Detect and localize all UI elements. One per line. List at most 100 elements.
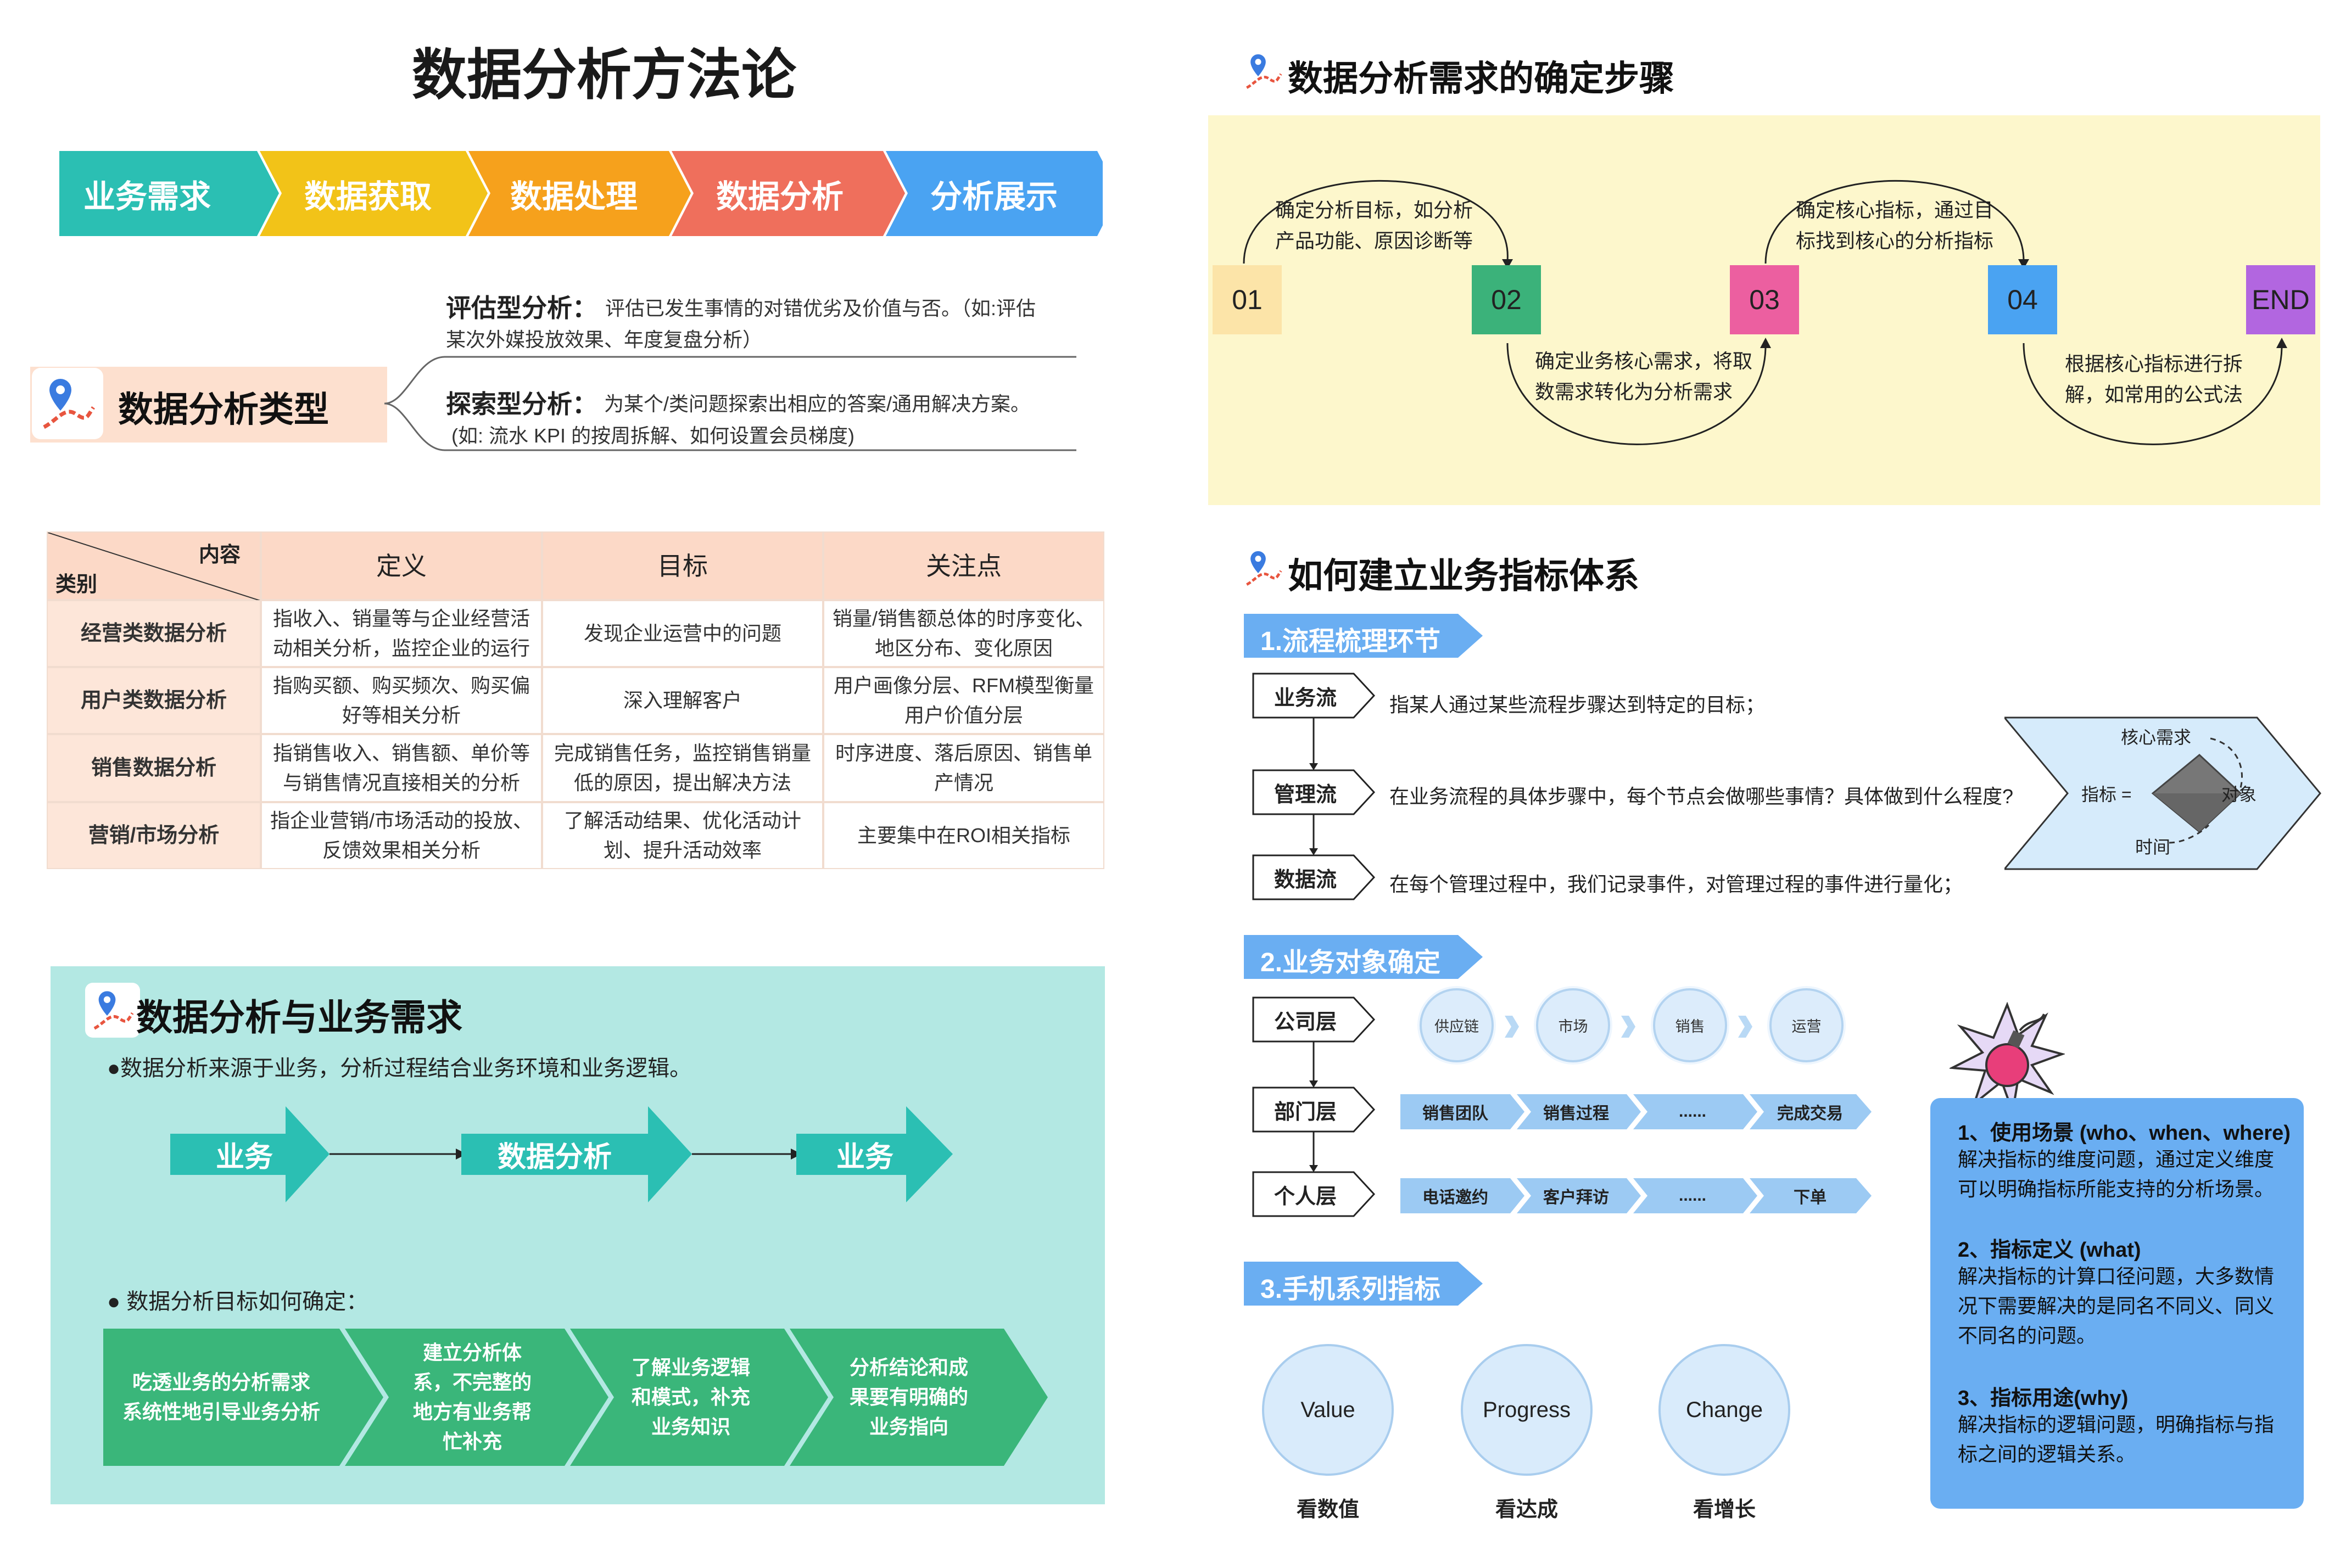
part1-tab: 1.流程梳理环节 — [1260, 627, 1441, 656]
matrix-cell: 了解活动结果、优化活动计 划、提升活动效率 — [542, 802, 823, 869]
process-step-label: 数据获取 — [304, 178, 432, 215]
flow-desc-management: 在业务流程的具体步骤中，每个节点会做哪些事情？具体做到什么程度? — [1389, 785, 2014, 808]
process-step-label: 业务需求 — [83, 178, 211, 215]
goal-chevron-shape — [345, 1329, 608, 1466]
process-chevron-shape — [59, 151, 279, 236]
matrix-row-category: 经营类数据分析 — [47, 600, 261, 667]
step-node-01: 01 — [1213, 265, 1282, 334]
flow-box-shape — [1252, 673, 1376, 719]
formula-metric: 指标 = — [2081, 785, 2132, 804]
goal-chevrons — [103, 1329, 1048, 1466]
flow-arrow-shape — [796, 1106, 953, 1202]
process-chevron-shape — [886, 151, 1103, 236]
formula-time: 时间 — [2135, 837, 2171, 857]
flow-box-shape — [1252, 1087, 1376, 1133]
metrics-title: 如何建立业务指标体系 — [1288, 556, 1639, 596]
flow-label: 业务 — [215, 1141, 273, 1173]
flow-label: 数据分析 — [497, 1141, 612, 1173]
matrix-cell: 用户画像分层、RFM模型衡量 用户价值分层 — [823, 667, 1104, 734]
step-node-04: 04 — [1988, 265, 2057, 334]
eval-analysis-desc2: 某次外媒投放效果、年度复盘分析） — [446, 328, 763, 351]
company-item: 供应链 — [1420, 988, 1494, 1062]
process-chevron-shape — [672, 151, 905, 236]
process-chevron-shape — [468, 151, 691, 236]
dept-item: 销售过程 — [1543, 1105, 1609, 1123]
bomb-icon — [1950, 1002, 2065, 1116]
flow-box-shape — [1252, 996, 1376, 1043]
metric-notes-card — [1930, 1098, 2304, 1509]
level-label-company: 公司层 — [1274, 1010, 1337, 1034]
note-text-1: 解决指标的维度问题，通过定义维度 可以明确指标所能支持的分析场景。 — [1958, 1148, 2275, 1200]
company-item-chevrons — [1505, 1016, 1752, 1038]
matrix-cell: 指收入、销量等与企业经营活 动相关分析，监控企业的运行 — [261, 600, 542, 667]
section-tab-shape — [1244, 614, 1483, 658]
company-item: 运营 — [1769, 988, 1844, 1062]
part3-tab: 3.手机系列指标 — [1260, 1275, 1441, 1304]
circle-caption: 看增长 — [1693, 1498, 1756, 1521]
flow-label-data: 数据流 — [1274, 868, 1337, 892]
flow-label-business: 业务流 — [1274, 686, 1337, 710]
matrix-corner-top: 内容 — [199, 544, 241, 567]
business-bullet-1: ●数据分析来源于业务，分析过程结合业务环境和业务逻辑。 — [107, 1056, 692, 1080]
note-heading-2: 2、指标定义 (what) — [1958, 1239, 2141, 1262]
change-circle: Change — [1658, 1344, 1790, 1476]
goal-chevron-shape — [103, 1329, 383, 1466]
explore-analysis-desc: 为某个/类问题探索出相应的答案/通用解决方案。 — [604, 393, 1031, 415]
step-node-03: 03 — [1730, 265, 1799, 334]
formula-core: 核心需求 — [2121, 727, 2192, 747]
matrix-row-category: 销售数据分析 — [47, 734, 261, 802]
goal-label: 建立分析体 系，不完整的 地方有业务帮 忙补充 — [412, 1341, 532, 1453]
business-flow — [170, 1106, 953, 1202]
goal-label: 吃透业务的分析需求 系统性地引导业务分析 — [122, 1371, 320, 1423]
step-node-02: 02 — [1472, 265, 1541, 334]
person-item: 客户拜访 — [1543, 1189, 1609, 1207]
level-label-person: 个人层 — [1274, 1185, 1337, 1208]
explore-analysis-name: 探索型分析： — [446, 390, 597, 418]
part2-tab: 2.业务对象确定 — [1260, 948, 1441, 977]
step-note: 根据核心指标进行拆 解，如常用的公式法 — [2065, 352, 2243, 406]
matrix-cell: 指企业营销/市场活动的投放、 反馈效果相关分析 — [261, 802, 542, 869]
explore-analysis-desc2: (如: 流水 KPI 的按周拆解、如何设置会员梯度) — [451, 424, 855, 447]
map-pin-icon — [1238, 544, 1288, 593]
dept-item: 完成交易 — [1777, 1105, 1843, 1123]
value-circle: Value — [1262, 1344, 1394, 1476]
dept-item: ...... — [1678, 1102, 1706, 1121]
circle-caption: 看数值 — [1296, 1498, 1359, 1521]
matrix-cell: 指购买额、购买频次、购买偏 好等相关分析 — [261, 667, 542, 734]
analysis-types-brace — [384, 356, 1076, 451]
step-node-end: END — [2246, 265, 2315, 334]
flow-arrow-shape — [170, 1106, 329, 1202]
company-item: 销售 — [1653, 988, 1727, 1062]
goal-label: 分析结论和成 果要有明确的 业务指向 — [849, 1356, 968, 1438]
progress-circle: Progress — [1461, 1344, 1593, 1476]
business-bullet-2: ● 数据分析目标如何确定： — [107, 1290, 368, 1314]
step-note: 确定分析目标，如分析 产品功能、原因诊断等 — [1275, 199, 1473, 252]
flow-box-shape — [1252, 854, 1376, 900]
process-step-label: 数据处理 — [510, 178, 638, 215]
person-item: 电话邀约 — [1422, 1189, 1488, 1207]
formula-object: 对象 — [2221, 785, 2257, 804]
dept-chevrons — [1400, 1094, 1872, 1129]
section-tab-shape — [1244, 1262, 1483, 1306]
steps-title: 数据分析需求的确定步骤 — [1288, 59, 1674, 98]
dept-item: 销售团队 — [1422, 1105, 1488, 1123]
flow-label-management: 管理流 — [1274, 783, 1337, 807]
flow-arrow-shape — [461, 1106, 692, 1202]
map-pin-icon — [1238, 47, 1288, 96]
matrix-row-category: 用户类数据分析 — [47, 667, 261, 734]
goal-label: 了解业务逻辑 和模式，补充 业务知识 — [631, 1356, 750, 1438]
matrix-cell: 销量/销售额总体的时序变化、 地区分布、变化原因 — [823, 600, 1104, 667]
steps-connectors — [1243, 180, 2287, 445]
analysis-types-title: 数据分析类型 — [118, 390, 329, 429]
matrix-cell: 指销售收入、销售额、单价等 与销售情况直接相关的分析 — [261, 734, 542, 802]
note-text-3: 解决指标的逻辑问题，明确指标与指 标之间的逻辑关系。 — [1958, 1413, 2275, 1465]
flow-desc-business: 指某人通过某些流程步骤达到特定的目标； — [1389, 693, 1766, 716]
flow-box-shape — [1252, 769, 1376, 815]
step-note: 确定业务核心需求，将取 数需求转化为分析需求 — [1535, 350, 1753, 403]
note-heading-1: 1、使用场景 (who、when、where) — [1958, 1122, 2291, 1145]
company-item: 市场 — [1536, 988, 1610, 1062]
matrix-cell: 深入理解客户 — [542, 667, 823, 734]
note-heading-3: 3、指标用途(why) — [1958, 1387, 2129, 1410]
eval-analysis-desc: 评估已发生事情的对错优劣及价值与否。（如:评估 — [605, 297, 1036, 320]
eval-analysis-name: 评估型分析： — [446, 294, 597, 322]
